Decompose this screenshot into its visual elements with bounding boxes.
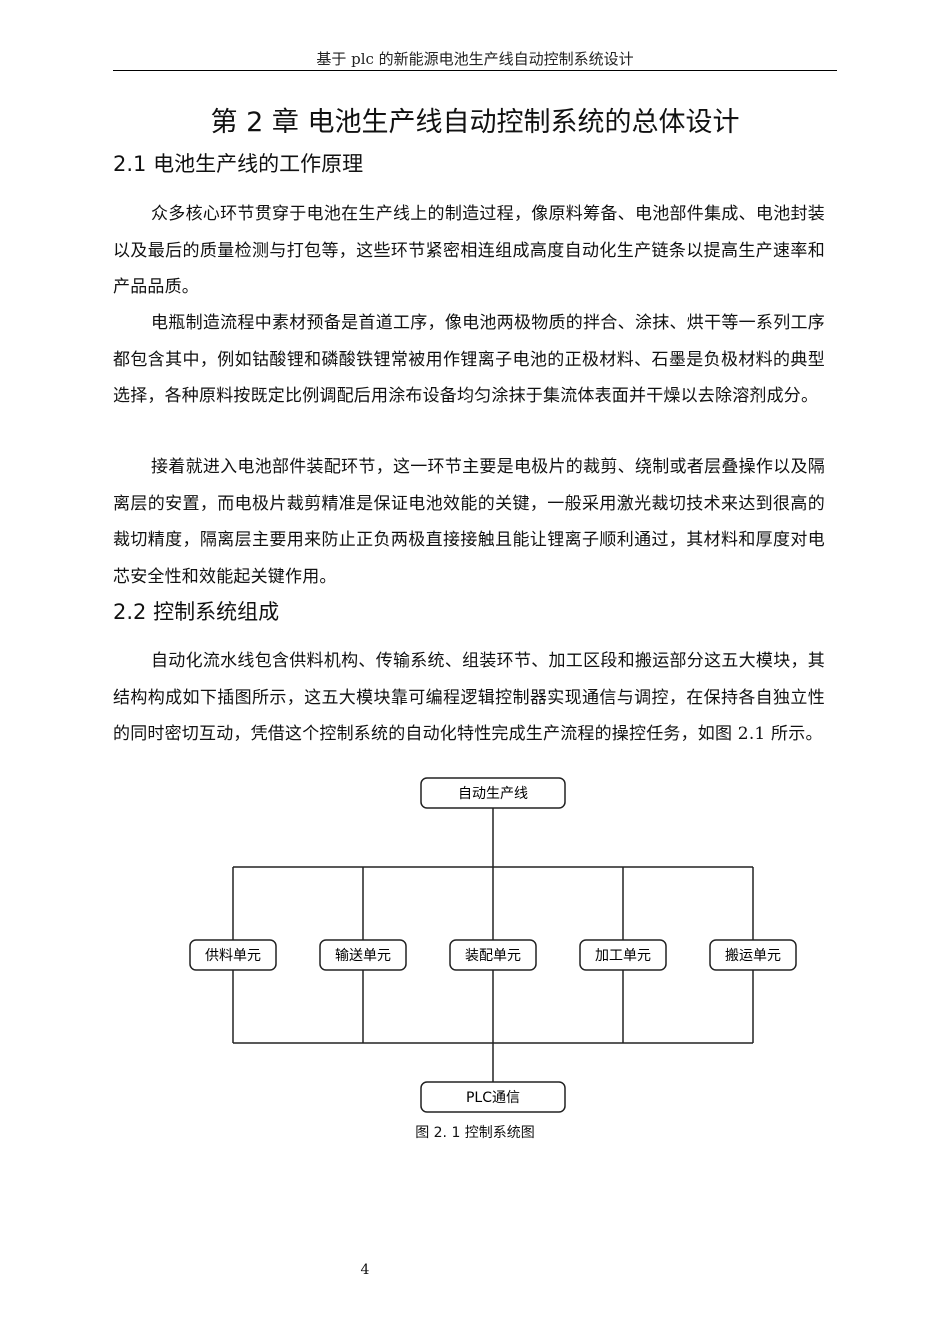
- root-node-label: 自动生产线: [458, 786, 528, 802]
- unit-node-2-label: 输送单元: [335, 948, 391, 964]
- root-node: 自动生产线: [420, 777, 566, 809]
- unit-node-1-label: 供料单元: [205, 948, 261, 964]
- chapter-title: 第 2 章 电池生产线自动控制系统的总体设计: [210, 107, 740, 138]
- control-system-diagram: 自动生产线 供料单元 输送单元 装配单元 加工单元 搬运单元 PLC通信: [180, 770, 810, 1120]
- unit-node-4: 加工单元: [579, 939, 667, 971]
- paragraph-1: 众多核心环节贯穿于电池在生产线上的制造过程，像原料筹备、电池部件集成、电池封装以…: [113, 204, 825, 297]
- section-title-2-1: 2.1 电池生产线的工作原理: [113, 152, 364, 176]
- unit-node-2: 输送单元: [319, 939, 407, 971]
- paragraph-4: 自动化流水线包含供料机构、传输系统、组装环节、加工区段和搬运部分这五大模块，其结…: [113, 651, 825, 744]
- plc-node-label: PLC通信: [466, 1090, 520, 1106]
- unit-node-4-label: 加工单元: [595, 948, 651, 964]
- paragraph-2: 电瓶制造流程中素材预备是首道工序，像电池两极物质的拌合、涂抹、烘干等一系列工序都…: [113, 313, 825, 406]
- running-header: 基于 plc 的新能源电池生产线自动控制系统设计: [316, 50, 634, 68]
- unit-node-5: 搬运单元: [709, 939, 797, 971]
- paragraph-3: 接着就进入电池部件装配环节，这一环节主要是电极片的裁剪、绕制或者层叠操作以及隔离…: [113, 457, 825, 587]
- page-number: 4: [360, 1262, 370, 1278]
- diagram-connectors: [232, 808, 754, 1082]
- unit-node-1: 供料单元: [189, 939, 277, 971]
- section-title-2-2: 2.2 控制系统组成: [113, 600, 280, 624]
- unit-node-3-label: 装配单元: [465, 948, 521, 964]
- unit-node-5-label: 搬运单元: [725, 948, 781, 964]
- plc-node: PLC通信: [420, 1081, 566, 1113]
- diagram-svg: 自动生产线 供料单元 输送单元 装配单元 加工单元 搬运单元 PLC通信: [189, 777, 797, 1113]
- header-rule: [113, 70, 837, 71]
- unit-node-3: 装配单元: [449, 939, 537, 971]
- figure-caption: 图 2. 1 控制系统图: [415, 1125, 535, 1141]
